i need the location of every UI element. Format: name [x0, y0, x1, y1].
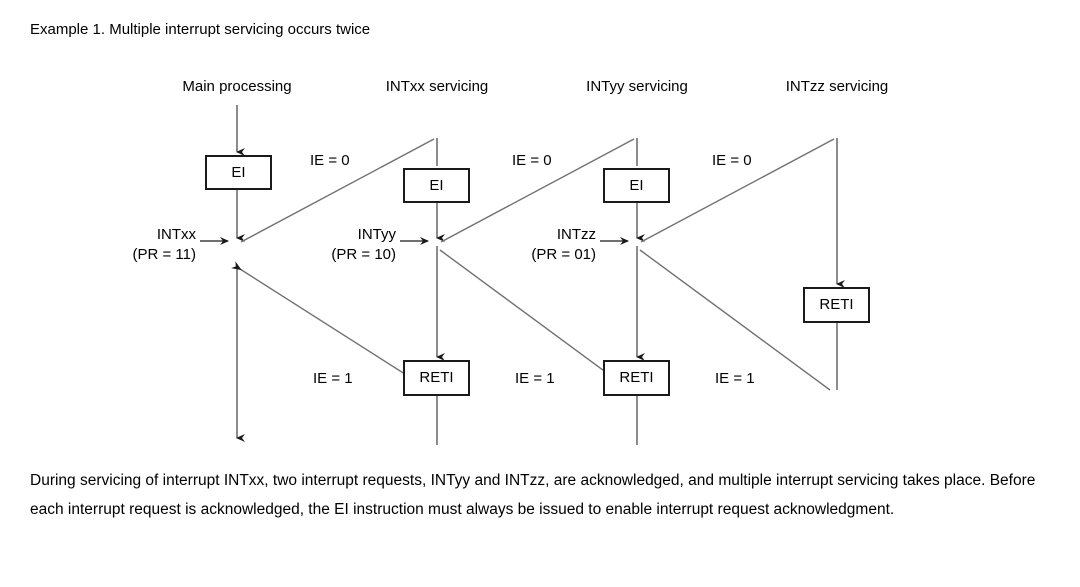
column-header-main-processing: Main processing: [182, 78, 292, 95]
interrupt-request-intyy-name: INTyy: [357, 226, 396, 243]
example-caption: Example 1. Multiple interrupt servicing …: [30, 21, 371, 38]
ie-0-label-2: IE = 0: [512, 152, 552, 169]
ei-box-main: EI: [205, 155, 272, 190]
interrupt-request-intyy-priority: (PR = 10): [331, 246, 396, 263]
interrupt-request-intzz-priority: (PR = 01): [531, 246, 596, 263]
ie-0-label-3: IE = 0: [712, 152, 752, 169]
description-paragraph: During servicing of interrupt INTxx, two…: [30, 472, 1036, 518]
reti-box-intxx: RETI: [403, 360, 470, 396]
interrupt-request-intxx-priority: (PR = 11): [132, 246, 197, 263]
ei-box-intxx: EI: [403, 168, 470, 203]
column-header-intyy-servicing: INTyy servicing: [586, 78, 688, 95]
interrupt-request-intxx: INTxx (PR = 11): [133, 225, 197, 265]
column-header-intzz-servicing: INTzz servicing: [785, 78, 889, 95]
ie-1-label-3: IE = 1: [715, 370, 755, 387]
interrupt-request-intzz-name: INTzz: [556, 226, 596, 243]
flow-lines: [200, 105, 845, 445]
interrupt-servicing-diagram: Main processing INTxx servicing INTyy se…: [0, 60, 1080, 460]
interrupt-request-intzz: INTzz (PR = 01): [531, 225, 596, 265]
interrupt-request-intyy: INTyy (PR = 10): [331, 225, 396, 265]
interrupt-request-intxx-name: INTxx: [156, 226, 196, 243]
ei-box-intyy: EI: [603, 168, 670, 203]
reti-box-intyy: RETI: [603, 360, 670, 396]
ie-0-label-1: IE = 0: [310, 152, 350, 169]
column-header-intxx-servicing: INTxx servicing: [385, 78, 489, 95]
ie-1-label-1: IE = 1: [313, 370, 353, 387]
reti-box-intzz: RETI: [803, 287, 870, 323]
ie-1-label-2: IE = 1: [515, 370, 555, 387]
